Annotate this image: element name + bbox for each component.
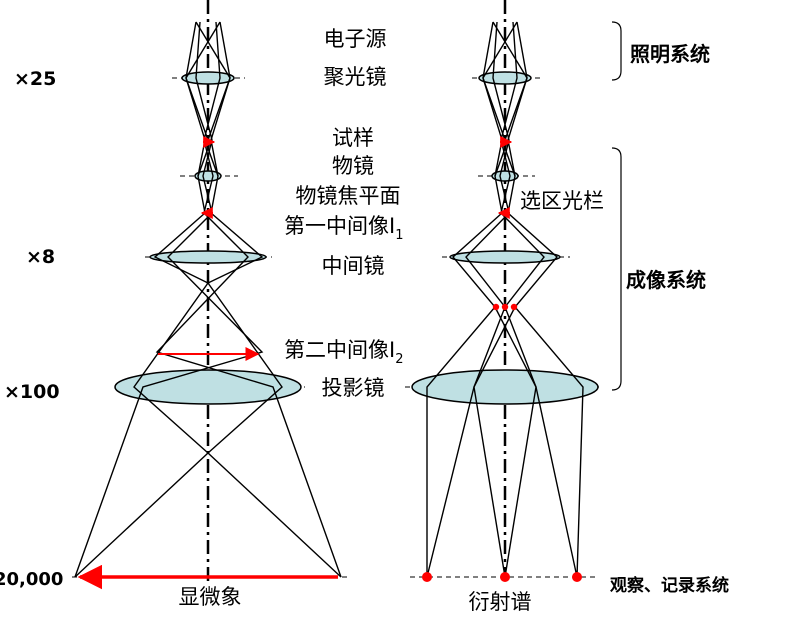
label-specimen: 试样 (332, 126, 374, 150)
diffraction-spots (422, 572, 582, 582)
label-image-mode: 显微象 (179, 585, 242, 609)
label-back-focal-plane: 物镜焦平面 (296, 184, 401, 208)
mag-final: 20,000 (0, 569, 63, 590)
back-focal-spots (492, 303, 518, 311)
label-intermediate-lens: 中间镜 (322, 254, 385, 278)
imaging-mode-column (72, 0, 350, 590)
label-objective-lens: 物镜 (332, 154, 374, 178)
imaging-bracket (611, 147, 622, 391)
label-imaging-system: 成像系统 (626, 268, 706, 292)
illumination-bracket (611, 21, 622, 81)
label-diffraction-mode: 衍射谱 (469, 590, 532, 614)
label-illumination-system: 照明系统 (630, 42, 710, 66)
intermediate-lens-left (149, 250, 267, 264)
objective-lens-right (491, 170, 519, 182)
objective-lens-left (194, 170, 222, 182)
projector-lens-right (411, 369, 599, 405)
condenser-lens-left (181, 71, 235, 85)
label-observation-system: 观察、记录系统 (609, 575, 729, 596)
mag-projector: ×100 (4, 381, 60, 403)
projector-lens-left (114, 369, 302, 405)
condenser-lens-right (478, 71, 532, 85)
mag-intermediate: ×8 (26, 246, 55, 268)
diffraction-mode-column (405, 0, 600, 582)
label-electron-source: 电子源 (324, 27, 387, 51)
intermediate-lens-right (449, 250, 561, 264)
mag-condenser: ×25 (14, 68, 56, 90)
label-first-intermediate-image: 第一中间像I1 (284, 214, 403, 243)
label-projector-lens: 投影镜 (322, 376, 385, 400)
label-condenser-lens: 聚光镜 (324, 65, 387, 89)
label-second-intermediate-image: 第二中间像I2 (284, 338, 403, 367)
label-selected-area-aperture: 选区光栏 (520, 189, 604, 213)
